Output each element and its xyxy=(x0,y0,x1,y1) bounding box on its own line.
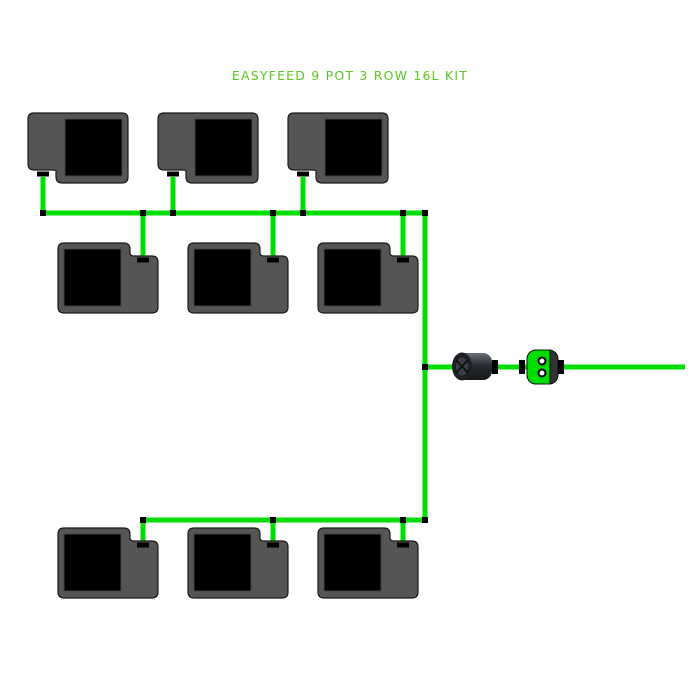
pipe-joint xyxy=(400,210,406,216)
pot-reservoir xyxy=(324,118,383,177)
pot-reservoir xyxy=(323,533,382,592)
pipe-joint xyxy=(422,210,428,216)
pipe-joint xyxy=(170,210,176,216)
inlet-fitting xyxy=(267,257,279,263)
pot-reservoir xyxy=(193,533,252,592)
inlet-fitting xyxy=(137,542,149,548)
pot-reservoir xyxy=(194,118,253,177)
pipe-joint xyxy=(270,517,276,523)
pipe-joint xyxy=(140,210,146,216)
pot-grid xyxy=(27,112,419,599)
inlet-fitting xyxy=(397,257,409,263)
inlet-fitting xyxy=(297,171,309,177)
inlet-fitting xyxy=(137,257,149,263)
pot xyxy=(57,242,159,314)
inlet-fitting xyxy=(167,171,179,177)
pipe-joint xyxy=(400,517,406,523)
pot xyxy=(57,527,159,599)
pot xyxy=(187,527,289,599)
filter-icon xyxy=(452,352,498,381)
pot xyxy=(287,112,389,184)
pot xyxy=(27,112,129,184)
pot-reservoir xyxy=(63,533,122,592)
pipe-joint xyxy=(140,517,146,523)
inlet-fitting xyxy=(37,171,49,177)
pot-reservoir xyxy=(64,118,123,177)
pipe-network xyxy=(40,177,685,542)
pot-reservoir xyxy=(63,248,122,307)
pot xyxy=(157,112,259,184)
pipe-joint xyxy=(300,210,306,216)
pipe-joint xyxy=(40,210,46,216)
inlet-fitting xyxy=(267,542,279,548)
pot-reservoir xyxy=(323,248,382,307)
pipe-joint xyxy=(422,517,428,523)
pot xyxy=(317,242,419,314)
pot-reservoir xyxy=(193,248,252,307)
valve-icon xyxy=(519,349,564,385)
pipe-joints xyxy=(37,171,428,548)
pot xyxy=(317,527,419,599)
pipe-joint xyxy=(422,364,428,370)
kit-title: EASYFEED 9 POT 3 ROW 16L KIT xyxy=(231,68,469,83)
pipe-joint xyxy=(270,210,276,216)
pot xyxy=(187,242,289,314)
inlet-fitting xyxy=(397,542,409,548)
